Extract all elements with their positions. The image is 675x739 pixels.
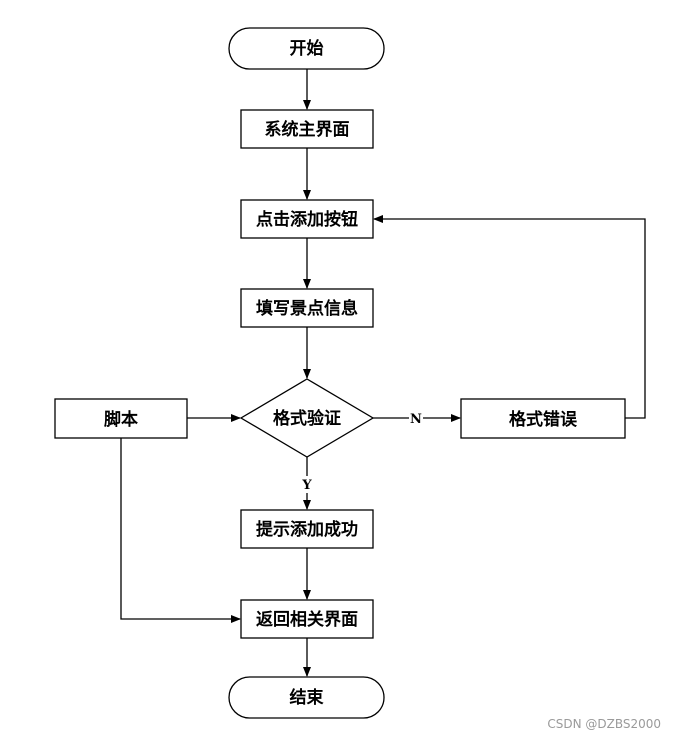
fill-info-label: 填写景点信息 (256, 298, 358, 319)
return-box (240, 599, 374, 639)
end-label: 结束 (290, 687, 324, 708)
script-label: 脚本 (104, 409, 138, 430)
edge-label-yes: Y (301, 478, 312, 493)
watermark: CSDN @DZBS2000 (547, 717, 661, 731)
success-label: 提示添加成功 (256, 519, 358, 540)
format-error-label: 格式错误 (509, 409, 578, 430)
return-label: 返回相关界面 (256, 609, 358, 630)
start-label: 开始 (290, 38, 324, 59)
click-add-label: 点击添加按钮 (256, 209, 358, 230)
edge-error-loop (373, 215, 646, 419)
validate-label: 格式验证 (273, 408, 341, 429)
success-box (240, 509, 374, 549)
end-terminal (228, 676, 385, 719)
click-add-box (240, 199, 374, 239)
edge-script-return (120, 438, 241, 623)
main-screen-box (240, 109, 374, 149)
script-box (54, 398, 188, 439)
main-screen-label: 系统主界面 (265, 119, 350, 140)
edge-label-no: N (410, 412, 422, 427)
fill-info-box (240, 288, 374, 328)
format-error-box (460, 398, 626, 439)
